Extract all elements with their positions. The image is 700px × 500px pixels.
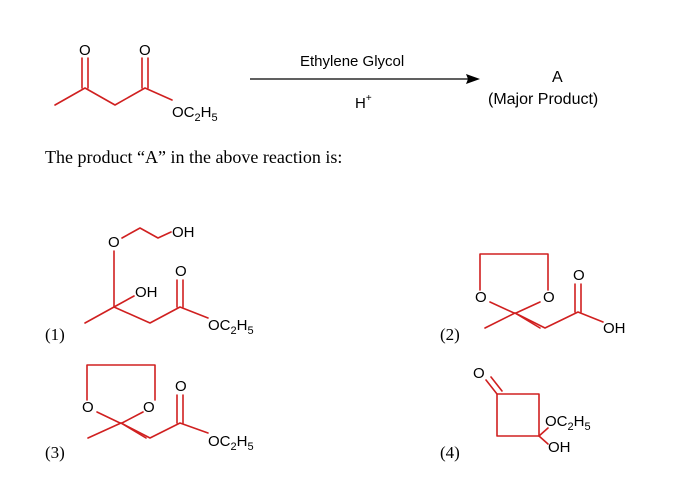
- option-3-methyl-bond: [120, 422, 147, 439]
- option-2-ring-bond-left: [489, 301, 515, 314]
- option-4-carbonyl-bond-b: [490, 376, 503, 392]
- option-4-hydroxyl: OH: [548, 439, 571, 456]
- option-2-ring-bond-right: [515, 301, 541, 314]
- option-2-main-chain: [484, 311, 604, 329]
- reagent-label: Ethylene Glycol: [300, 53, 404, 70]
- product-label: A: [552, 69, 563, 86]
- option-2-ring-oxygen-left: O: [475, 289, 487, 306]
- reactant-chain-bond: [54, 87, 173, 106]
- option-3-ethoxy-group: OC2H5: [208, 433, 254, 453]
- option-4-ethoxy-group: OC2H5: [545, 413, 591, 433]
- option-3: (3) O O O OC2H5: [45, 364, 254, 462]
- option-2-ring-oxygen-right: O: [543, 289, 555, 306]
- reactant-ester-oxygen: O: [139, 42, 151, 59]
- option-2-label: (2): [440, 325, 460, 344]
- option-1-label: (1): [45, 325, 65, 344]
- option-4-carbonyl-oxygen: O: [473, 365, 485, 382]
- option-1-terminal-hydroxyl: OH: [172, 224, 195, 241]
- product-note: (Major Product): [488, 91, 598, 108]
- option-3-ring-oxygen-left: O: [82, 399, 94, 416]
- question-text: The product “A” in the above reaction is…: [45, 147, 342, 167]
- catalyst-label: H+: [355, 93, 372, 112]
- option-1-glycol-chain: [121, 227, 172, 239]
- option-1-hydroxyl: OH: [135, 284, 158, 301]
- option-4-label: (4): [440, 443, 460, 462]
- reactant-structure: O O OC2H5: [54, 42, 218, 124]
- option-3-ring-bond-left: [96, 411, 121, 424]
- option-4-cyclobutane-ring: [496, 393, 540, 437]
- option-3-label: (3): [45, 443, 65, 462]
- option-2-methyl-bond: [514, 312, 541, 329]
- option-1-main-chain: [84, 306, 209, 324]
- option-1-ether-oxygen: O: [108, 234, 120, 251]
- option-4-ethoxy-bond: [538, 427, 549, 437]
- option-2-acid-hydroxyl: OH: [603, 320, 626, 337]
- option-2-carbonyl-oxygen: O: [573, 267, 585, 284]
- option-1-carbonyl-oxygen: O: [175, 263, 187, 280]
- option-3-ring-bond-right: [121, 411, 144, 424]
- option-1-ethoxy-group: OC2H5: [208, 317, 254, 337]
- reactant-ethoxy-group: OC2H5: [172, 104, 218, 124]
- option-1-hydroxyl-bond: [113, 295, 135, 308]
- option-3-ring-bonds: [86, 364, 156, 401]
- option-4-hydroxyl-bond: [538, 435, 549, 445]
- option-3-ring-oxygen-right: O: [143, 399, 155, 416]
- reactant-ketone-oxygen: O: [79, 42, 91, 59]
- option-3-carbonyl-oxygen: O: [175, 378, 187, 395]
- option-3-main-chain: [87, 422, 209, 439]
- option-2-ring-bonds: [479, 253, 549, 291]
- reaction-arrow-head: [466, 74, 480, 84]
- option-4: (4) O OC2H5 OH: [440, 365, 591, 462]
- option-1: (1) O OH OH O OC2H5: [45, 224, 254, 344]
- option-4-carbonyl-bond-a: [485, 379, 498, 395]
- option-2: (2) O O O OH: [440, 253, 626, 344]
- reaction-arrow-group: Ethylene Glycol H+: [250, 53, 480, 112]
